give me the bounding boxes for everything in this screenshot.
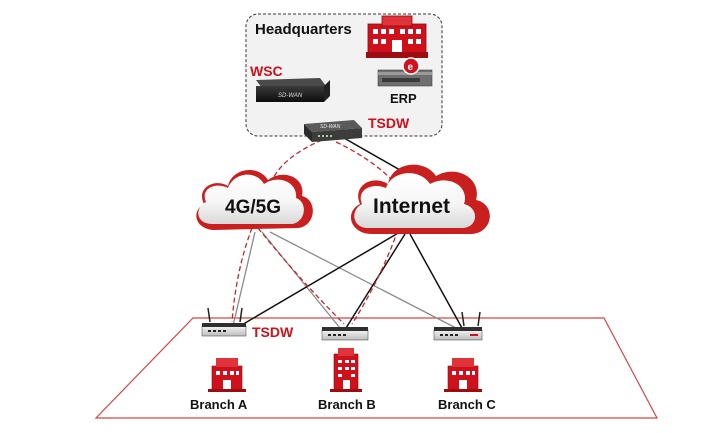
- branch-b-label: Branch B: [318, 397, 376, 412]
- branch-b-building-icon: [330, 348, 362, 392]
- branch-a-building-icon: [208, 358, 246, 392]
- internet-cloud: [350, 164, 490, 234]
- black-link-a: [239, 231, 401, 327]
- erp-badge-glyph: e: [408, 62, 414, 73]
- gray-link-a: [232, 231, 256, 327]
- hq-router-icon: SD-WAN: [304, 120, 362, 142]
- black-link-b: [345, 233, 406, 329]
- erp-server-icon: e: [377, 57, 433, 87]
- hq-title: Headquarters: [255, 21, 352, 38]
- branch-floor: [94, 317, 658, 419]
- branch-b-router-icon: [321, 327, 369, 341]
- dashed-tunnel-internet: [335, 141, 393, 181]
- dashed-tunnel-b2: [351, 229, 399, 325]
- branch-c-building-icon: [444, 358, 482, 392]
- hq-router-label: TSDW: [368, 115, 410, 131]
- cellular-cloud-label: 4G/5G: [225, 197, 281, 218]
- wsc-label: WSC: [250, 63, 283, 79]
- black-link-c: [409, 233, 463, 329]
- gray-link-c: [269, 231, 457, 329]
- hq-router-sdwan-text: SD-WAN: [320, 124, 341, 130]
- dashed-tunnel-b: [257, 227, 345, 325]
- gray-link-b: [261, 231, 341, 329]
- wsc-server-icon: SD-WAN: [256, 78, 330, 102]
- headquarters-building-icon: [366, 15, 428, 58]
- branch-a-router-icon: [201, 307, 247, 337]
- branch-router-label: TSDW: [252, 324, 294, 340]
- cellular-cloud: [196, 169, 313, 230]
- wsc-sdwan-text: SD-WAN: [278, 93, 303, 99]
- branch-c-router-icon: [433, 311, 483, 341]
- erp-label: ERP: [390, 91, 417, 106]
- dashed-tunnel-a: [231, 227, 253, 323]
- links: [231, 137, 463, 329]
- branch-c-label: Branch C: [438, 397, 496, 412]
- internet-cloud-label: Internet: [373, 195, 451, 218]
- branch-a-label: Branch A: [190, 397, 248, 412]
